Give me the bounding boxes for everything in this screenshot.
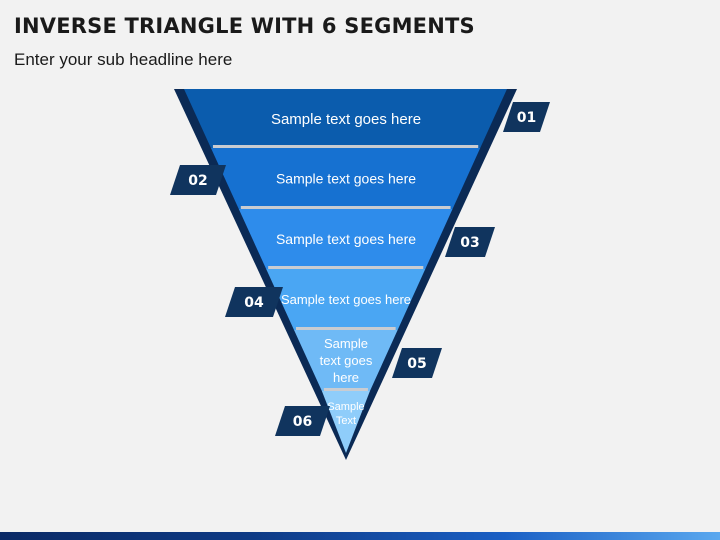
segment-02 [210, 148, 481, 209]
number-tag-label: 05 [407, 356, 426, 372]
number-tag-label: 01 [517, 110, 536, 126]
segment-separator [212, 145, 479, 148]
number-tag-label: 02 [188, 173, 207, 189]
segment-label-05: Sample text goes here [320, 336, 373, 385]
segment-separator [323, 388, 368, 391]
segment-label-04: Sample text goes here [281, 292, 411, 307]
segment-label-line: text goes [320, 353, 373, 368]
number-tag-05 [392, 348, 442, 378]
number-tag-01 [503, 102, 550, 132]
segment-label-line: here [333, 370, 359, 385]
segment-separator [296, 327, 396, 330]
number-tag-04 [225, 287, 283, 317]
segment-05 [294, 330, 398, 391]
segment-01 [184, 89, 507, 148]
number-tag-02 [170, 165, 226, 195]
page-title: INVERSE TRIANGLE WITH 6 SEGMENTS [14, 14, 475, 38]
number-tag-06 [275, 406, 330, 436]
segment-label-line: Text [336, 415, 356, 427]
number-tag-label: 03 [460, 235, 479, 251]
number-tag-label: 06 [293, 414, 312, 430]
segment-label-line: Sample [324, 336, 368, 351]
number-tag-label: 04 [244, 295, 264, 311]
bottom-accent-bar [0, 532, 720, 540]
segment-label-01: Sample text goes here [271, 111, 421, 128]
segment-label-line: Sample [327, 401, 364, 413]
segment-label-02: Sample text goes here [276, 170, 416, 186]
segment-04 [266, 269, 426, 330]
segment-label-03: Sample text goes here [276, 231, 416, 247]
segment-separator [240, 206, 451, 209]
segment-label-line: Sample text goes here [276, 231, 416, 247]
number-tag-03 [445, 227, 495, 257]
segment-separator [268, 266, 424, 269]
segment-03 [238, 209, 453, 269]
segment-label-line: Sample text goes here [271, 111, 421, 128]
segment-label-line: Sample text goes here [281, 292, 411, 307]
segment-06 [321, 391, 370, 453]
segment-label-line: Sample text goes here [276, 170, 416, 186]
page-subtitle: Enter your sub headline here [14, 50, 233, 69]
